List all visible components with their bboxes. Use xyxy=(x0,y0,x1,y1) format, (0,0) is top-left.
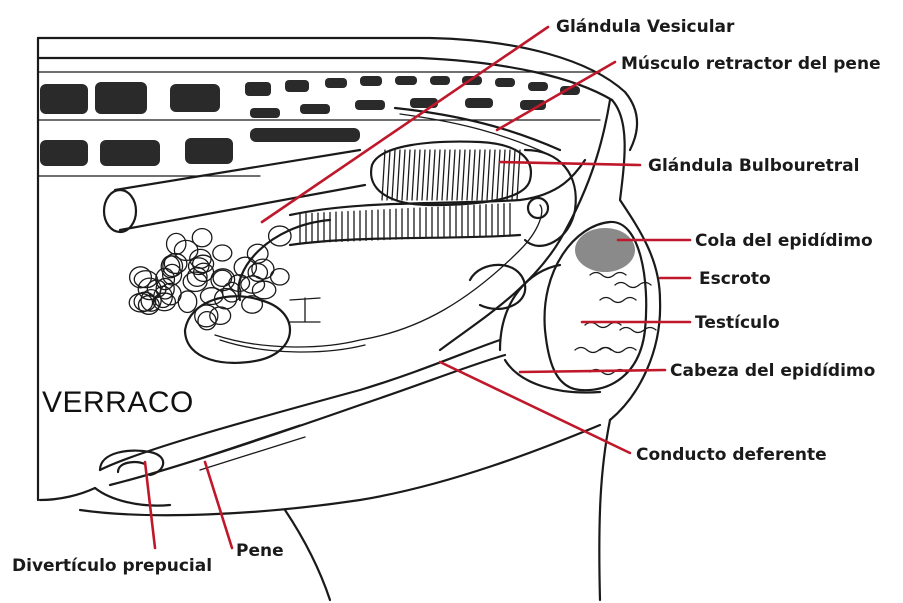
bulbourethral-gland xyxy=(371,142,531,205)
label-escroto: Escroto xyxy=(699,269,771,289)
label-pene: Pene xyxy=(236,541,284,561)
label-cabeza-epididimo: Cabeza del epidídimo xyxy=(670,361,875,381)
vertebrae xyxy=(38,72,600,176)
label-musculo-retractor: Músculo retractor del pene xyxy=(621,54,881,74)
body-outline xyxy=(38,38,660,600)
vesicular-gland xyxy=(129,226,291,330)
label-diverticulo-prepucial: Divertículo prepucial xyxy=(12,556,212,576)
label-testiculo: Testículo xyxy=(695,313,780,333)
label-conducto-deferente: Conducto deferente xyxy=(636,445,827,465)
label-glandula-vesicular: Glándula Vesicular xyxy=(556,17,735,37)
leader-cabeza-epididimo xyxy=(520,370,665,372)
leader-glandula-bulbouretral xyxy=(500,162,640,165)
preputial-diverticulum xyxy=(100,451,163,475)
leader-conducto-deferente xyxy=(440,362,630,453)
retractor-muscle xyxy=(395,100,610,350)
label-cola-epididimo: Cola del epidídimo xyxy=(695,231,873,251)
label-glandula-bulbouretral: Glándula Bulbouretral xyxy=(648,156,859,176)
leader-pene xyxy=(205,462,232,548)
testis xyxy=(500,222,656,393)
diagram-title: VERRACO xyxy=(42,386,194,419)
penis xyxy=(80,340,600,515)
